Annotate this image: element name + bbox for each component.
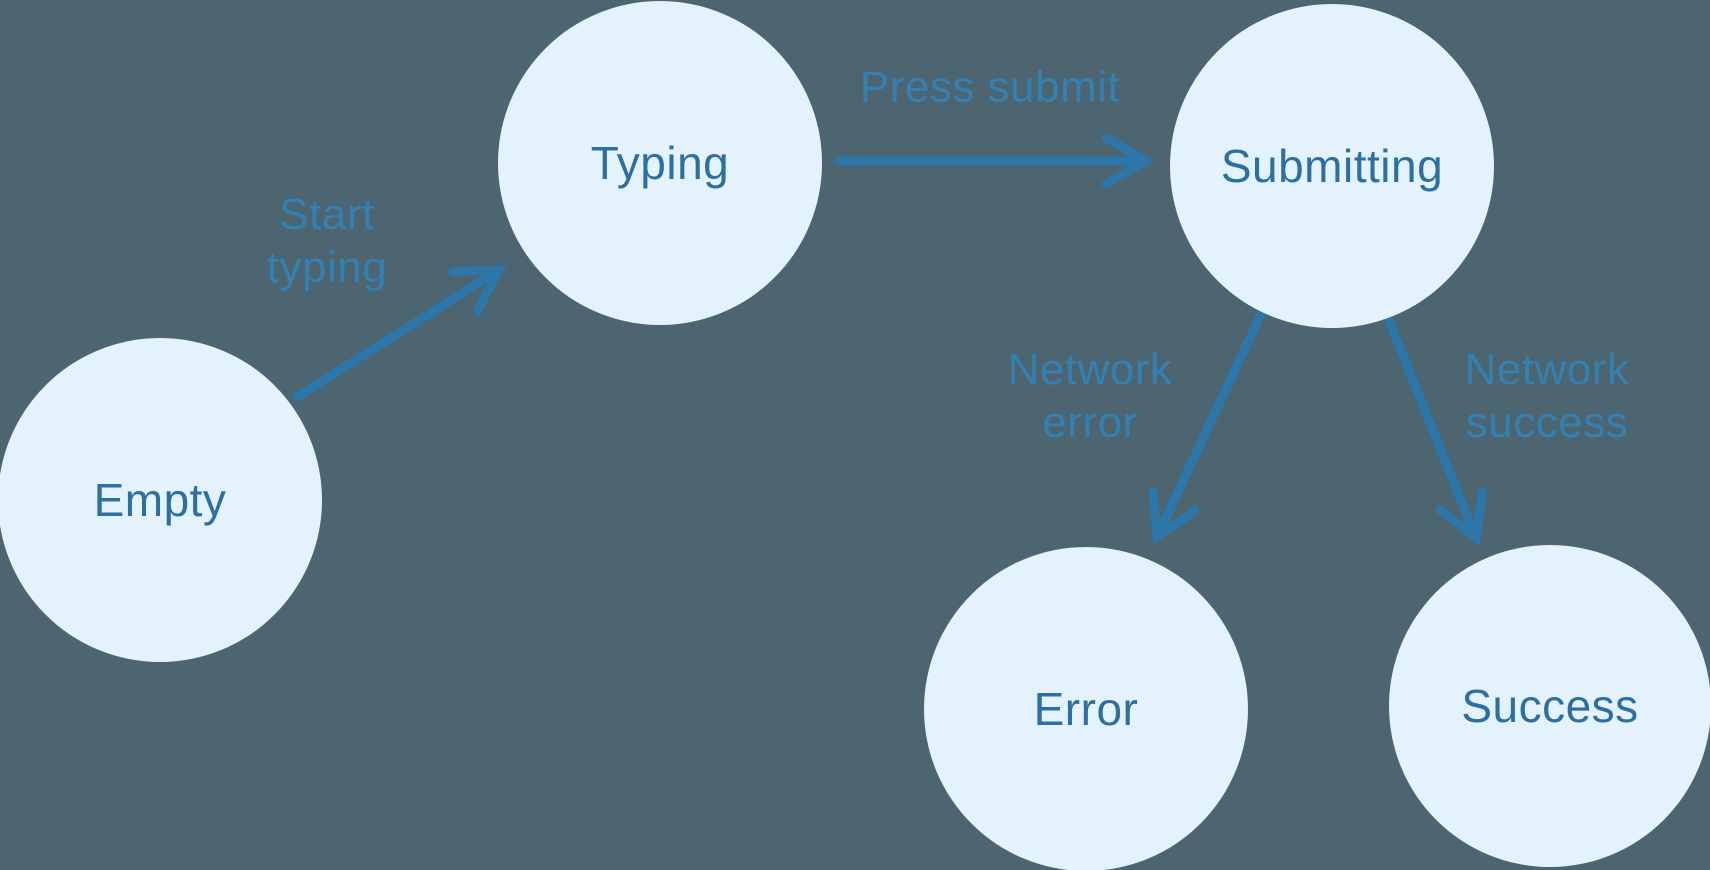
edge-start-typing	[292, 265, 507, 402]
state-node-label: Submitting	[1220, 140, 1444, 192]
edge-network-error	[1148, 307, 1267, 546]
state-node-label: Error	[1033, 683, 1139, 735]
edge-line	[1152, 307, 1267, 542]
arrowhead-icon	[1101, 133, 1155, 189]
edge-line	[292, 265, 504, 402]
edge-label-press-submit: Press submit	[860, 61, 1120, 114]
state-node-label: Empty	[93, 474, 227, 526]
edge-label-line: success	[1465, 398, 1629, 447]
state-node-typing: Typing	[498, 1, 822, 325]
edge-label-line: Start	[279, 190, 375, 239]
edge-network-success	[1383, 313, 1488, 547]
edge-line	[1383, 313, 1481, 543]
edge-press-submit	[833, 133, 1155, 189]
state-node-success: Success	[1389, 545, 1710, 867]
arrowhead-icon	[1435, 488, 1488, 547]
state-node-label: Success	[1461, 680, 1639, 732]
state-node-label: Typing	[590, 137, 730, 189]
arrowhead-icon	[448, 265, 507, 316]
edge-label-line: Network	[1464, 345, 1630, 394]
state-node-empty: Empty	[0, 338, 322, 662]
edge-label-line: error	[1042, 398, 1138, 447]
edge-label-line: typing	[266, 243, 388, 292]
arrowhead-icon	[1148, 486, 1200, 546]
edge-label-line: Press submit	[859, 62, 1121, 112]
state-node-error: Error	[924, 547, 1248, 870]
state-node-submitting: Submitting	[1170, 4, 1494, 328]
edge-label-line: Network	[1007, 345, 1173, 394]
